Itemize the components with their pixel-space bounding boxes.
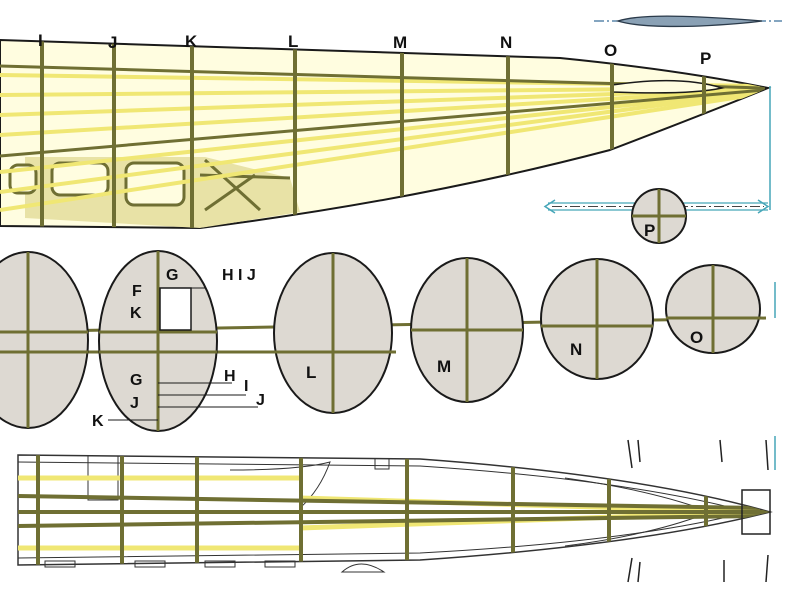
section-label-M: M <box>437 357 451 376</box>
station-label-O: O <box>604 41 617 60</box>
section-N: N <box>540 258 654 380</box>
section-L: L <box>273 252 393 414</box>
fuselage-plan-view <box>17 436 776 583</box>
section-first: G F K H I J G H I J J K <box>92 250 265 432</box>
section-label-L: L <box>306 363 316 382</box>
fuselage-side-profile-icon <box>594 15 782 28</box>
stringer <box>0 92 761 212</box>
section-letter-K-inner: K <box>130 305 142 322</box>
brace <box>204 173 256 212</box>
section-label-O: O <box>690 328 703 347</box>
section-letter-J-right: J <box>256 392 265 409</box>
stringer <box>0 88 761 137</box>
section-M: M <box>410 257 524 403</box>
section-letter-K-low: K <box>92 413 104 430</box>
station-label-I: I <box>38 31 43 50</box>
station-label-L: L <box>288 32 298 51</box>
wheel-well <box>340 563 386 573</box>
hatch <box>44 560 76 568</box>
plan-longeron <box>18 494 761 510</box>
cross-sections: G F K H I J G H I J J K L M <box>0 250 776 432</box>
tail-surface-marks <box>627 439 771 583</box>
section-letter-H: H <box>224 368 236 385</box>
section-partial-left <box>0 251 89 429</box>
brace <box>203 158 262 212</box>
station-label-M: M <box>393 33 407 52</box>
fuselage-side-view: I J K L M N O P P <box>0 15 782 244</box>
station-labels: I J K L M N O P <box>38 31 711 68</box>
hatch <box>134 560 166 568</box>
station-label-J: J <box>108 33 117 52</box>
section-O: O <box>665 264 761 354</box>
stringer <box>0 90 761 194</box>
hatch <box>204 560 236 568</box>
station-label-K: K <box>185 32 198 51</box>
stringers <box>0 73 761 212</box>
stringer <box>0 89 761 174</box>
section-P: P <box>631 188 687 244</box>
plan-longeron <box>18 514 761 528</box>
section-letter-G-low: G <box>130 372 142 389</box>
station-label-N: N <box>500 33 512 52</box>
section-label-P: P <box>644 221 655 240</box>
section-letter-F: F <box>132 283 142 300</box>
section-letter-G-top: G <box>166 267 178 284</box>
hatch <box>264 560 296 568</box>
section-letter-J-left: J <box>130 395 139 412</box>
section-label-N: N <box>570 340 582 359</box>
cockpit-cutout <box>159 287 192 331</box>
longeron <box>0 88 766 158</box>
tail-cone-opening <box>611 79 725 94</box>
station-label-P: P <box>700 49 711 68</box>
section-letter-I: I <box>244 378 248 395</box>
section-letter-HIJ: H I J <box>222 267 256 284</box>
